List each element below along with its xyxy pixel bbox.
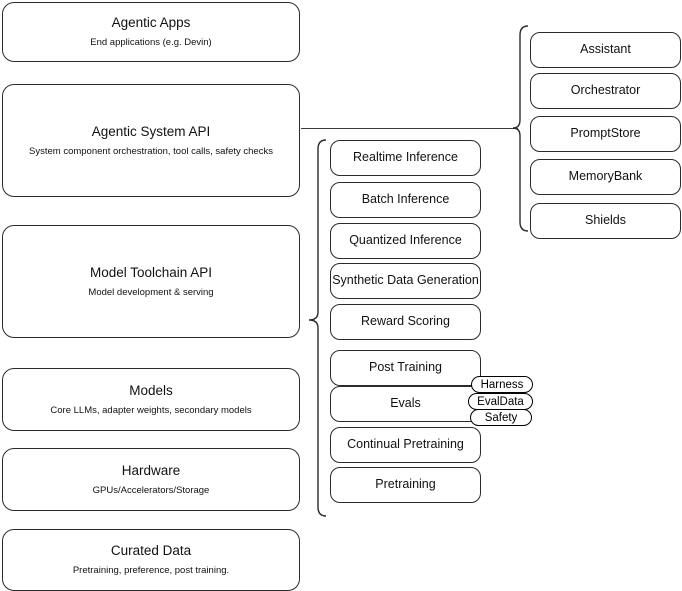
toolchain-box-evals[interactable]: Evals <box>330 386 481 422</box>
system-box-orchestrator[interactable]: Orchestrator <box>530 73 681 109</box>
layer-subtitle: GPUs/Accelerators/Storage <box>92 484 210 496</box>
layer-title: Models <box>129 382 173 398</box>
system-label: Shields <box>585 213 626 228</box>
evals-pill-harness[interactable]: Harness <box>471 376 533 393</box>
brace-toolchain-components <box>308 138 328 520</box>
evals-pill-evaldata[interactable]: EvalData <box>468 393 533 410</box>
system-label: Assistant <box>580 42 631 57</box>
layer-subtitle: End applications (e.g. Devin) <box>90 37 212 48</box>
layer-subtitle: Pretraining, preference, post training. <box>72 565 230 576</box>
layer-box-curated-data[interactable]: Curated Data Pretraining, preference, po… <box>2 529 300 591</box>
layer-title: Agentic System API <box>91 123 211 139</box>
toolchain-label: Continual Pretraining <box>347 437 464 452</box>
evals-pill-safety[interactable]: Safety <box>470 409 532 426</box>
toolchain-label: Pretraining <box>375 477 436 492</box>
toolchain-label: Quantized Inference <box>349 233 462 248</box>
layer-title: Agentic Apps <box>111 15 191 31</box>
toolchain-label: Evals <box>390 396 421 411</box>
layer-subtitle: System component orchestration, tool cal… <box>29 145 273 157</box>
system-label: Orchestrator <box>570 83 641 98</box>
layer-box-model-toolchain-api[interactable]: Model Toolchain API Model development & … <box>2 225 300 338</box>
evals-pill-label: Safety <box>484 411 518 424</box>
layer-title: Model Toolchain API <box>89 264 213 280</box>
layer-title: Curated Data <box>110 543 192 559</box>
system-box-promptstore[interactable]: PromptStore <box>530 116 681 152</box>
layer-subtitle: Model development & serving <box>88 286 214 298</box>
toolchain-box-post-training[interactable]: Post Training <box>330 350 481 386</box>
system-label: MemoryBank <box>568 169 643 184</box>
layer-subtitle: Core LLMs, adapter weights, secondary mo… <box>50 404 252 416</box>
toolchain-box-batch-inference[interactable]: Batch Inference <box>330 182 481 218</box>
layer-box-agentic-apps[interactable]: Agentic Apps End applications (e.g. Devi… <box>2 2 300 62</box>
toolchain-box-continual-pretraining[interactable]: Continual Pretraining <box>330 427 481 463</box>
layer-box-hardware[interactable]: Hardware GPUs/Accelerators/Storage <box>2 448 300 511</box>
evals-pill-label: Harness <box>480 378 524 391</box>
toolchain-box-realtime-inference[interactable]: Realtime Inference <box>330 140 481 176</box>
brace-system-components <box>512 24 530 244</box>
toolchain-box-pretraining[interactable]: Pretraining <box>330 467 481 503</box>
toolchain-label: Reward Scoring <box>361 314 450 329</box>
system-box-memorybank[interactable]: MemoryBank <box>530 159 681 195</box>
layer-box-agentic-system-api[interactable]: Agentic System API System component orch… <box>2 84 300 197</box>
toolchain-box-synthetic-data-generation[interactable]: Synthetic Data Generation <box>330 263 481 299</box>
toolchain-label: Realtime Inference <box>353 150 458 165</box>
toolchain-label: Post Training <box>369 360 442 375</box>
system-box-shields[interactable]: Shields <box>530 203 681 239</box>
toolchain-box-quantized-inference[interactable]: Quantized Inference <box>330 223 481 259</box>
toolchain-label: Batch Inference <box>361 192 450 207</box>
evals-pill-label: EvalData <box>477 395 524 408</box>
layer-title: Hardware <box>121 462 181 478</box>
layer-box-models[interactable]: Models Core LLMs, adapter weights, secon… <box>2 368 300 431</box>
toolchain-box-reward-scoring[interactable]: Reward Scoring <box>330 304 481 340</box>
system-box-assistant[interactable]: Assistant <box>530 32 681 68</box>
toolchain-label: Synthetic Data Generation <box>332 273 479 288</box>
connector-line-system-api <box>301 128 518 129</box>
system-label: PromptStore <box>570 126 641 141</box>
